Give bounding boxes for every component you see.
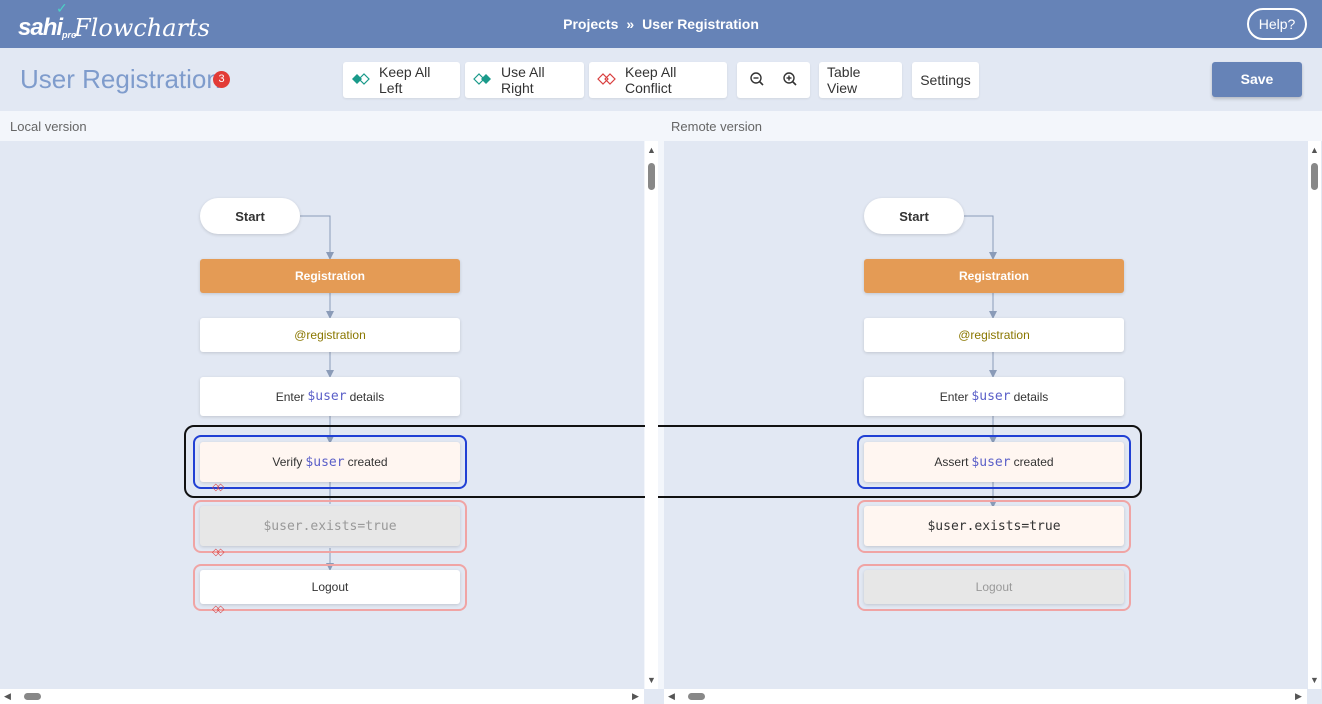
remote-selected-outline bbox=[857, 435, 1131, 489]
local-tag-node[interactable]: @registration bbox=[200, 318, 460, 352]
settings-button[interactable]: Settings bbox=[912, 62, 979, 98]
remote-vertical-scrollbar[interactable]: ▲ ▼ bbox=[1308, 141, 1321, 689]
use-all-right-button[interactable]: Use All Right bbox=[465, 62, 584, 98]
keep-all-conflict-label: Keep All Conflict bbox=[625, 64, 677, 96]
logo-pro: pro bbox=[62, 30, 77, 40]
local-verify-node[interactable]: Verify $user created bbox=[200, 442, 460, 482]
remote-assert-var: $user bbox=[971, 454, 1011, 470]
use-all-right-label: Use All Right bbox=[501, 64, 545, 96]
local-logout-node[interactable]: Logout bbox=[200, 570, 460, 604]
top-bar: sahi ✓ pro Flowcharts Projects » User Regi… bbox=[0, 0, 1322, 48]
remote-enter-suffix: details bbox=[1013, 389, 1049, 404]
local-enter-details-node[interactable]: Enter $user details bbox=[200, 377, 460, 416]
keep-left-icon bbox=[351, 72, 371, 88]
conflict-diamond-icon[interactable]: ◇◇ bbox=[212, 547, 225, 558]
remote-exists-node[interactable]: $user.exists=true bbox=[864, 506, 1124, 546]
remote-logout-node[interactable]: Logout bbox=[864, 570, 1124, 604]
local-verify-var: $user bbox=[305, 454, 345, 470]
local-registration-node[interactable]: Registration bbox=[200, 259, 460, 293]
local-enter-var: $user bbox=[307, 389, 347, 404]
zoom-out-icon[interactable] bbox=[749, 71, 765, 90]
scroll-thumb[interactable] bbox=[648, 163, 655, 190]
scroll-down-icon[interactable]: ▼ bbox=[647, 675, 656, 685]
help-button[interactable]: Help? bbox=[1247, 8, 1307, 40]
local-exists-node[interactable]: $user.exists=true bbox=[200, 506, 460, 546]
remote-version-label: Remote version bbox=[671, 119, 763, 134]
scroll-left-icon[interactable]: ◀ bbox=[668, 691, 675, 701]
conflict-diamond-icon[interactable]: ◇◇ bbox=[212, 604, 225, 615]
scroll-up-icon[interactable]: ▲ bbox=[647, 145, 656, 155]
logo-flowcharts: Flowcharts bbox=[74, 14, 210, 42]
remote-assert-suffix: created bbox=[1013, 455, 1054, 469]
remote-assert-prefix: Assert bbox=[934, 455, 969, 469]
zoom-in-icon[interactable] bbox=[782, 71, 798, 90]
remote-enter-prefix: Enter bbox=[939, 389, 969, 404]
remote-start-node[interactable]: Start bbox=[864, 198, 964, 234]
local-verify-prefix: Verify bbox=[272, 455, 303, 469]
remote-assert-node[interactable]: Assert $user created bbox=[864, 442, 1124, 482]
keep-conflict-icon bbox=[597, 72, 617, 88]
breadcrumb-separator: » bbox=[626, 16, 635, 32]
breadcrumb: Projects » User Registration bbox=[0, 16, 1322, 32]
local-selected-outline bbox=[193, 435, 467, 489]
logo-check-icon: ✓ bbox=[56, 0, 68, 16]
scroll-thumb[interactable] bbox=[1311, 163, 1318, 190]
breadcrumb-current: User Registration bbox=[642, 16, 759, 32]
scroll-right-icon[interactable]: ▶ bbox=[632, 691, 639, 701]
logo-sahi: sahi bbox=[18, 14, 63, 41]
local-version-label: Local version bbox=[10, 119, 87, 134]
local-tag-label: @registration bbox=[294, 328, 366, 342]
keep-all-conflict-button[interactable]: Keep All Conflict bbox=[589, 62, 727, 98]
local-panel-header: Local version bbox=[0, 111, 661, 141]
remote-conflict-outline bbox=[857, 564, 1131, 611]
local-start-node[interactable]: Start bbox=[200, 198, 300, 234]
keep-all-left-label: Keep All Left bbox=[379, 64, 431, 96]
local-enter-prefix: Enter bbox=[275, 389, 305, 404]
remote-horizontal-scrollbar[interactable]: ◀ ▶ bbox=[664, 689, 1307, 704]
remote-enter-details-node[interactable]: Enter $user details bbox=[864, 377, 1124, 416]
use-right-icon bbox=[473, 72, 493, 88]
remote-tag-label: @registration bbox=[958, 328, 1030, 342]
conflict-count-badge: 3 bbox=[213, 71, 230, 88]
remote-tag-node[interactable]: @registration bbox=[864, 318, 1124, 352]
local-enter-suffix: details bbox=[349, 389, 385, 404]
local-verify-suffix: created bbox=[347, 455, 388, 469]
remote-enter-var: $user bbox=[971, 389, 1011, 404]
page-title: User Registration bbox=[20, 64, 221, 94]
conflict-diamond-icon[interactable]: ◇◇ bbox=[212, 482, 225, 493]
zoom-controls bbox=[737, 62, 810, 98]
save-button[interactable]: Save bbox=[1212, 62, 1302, 97]
table-view-button[interactable]: Table View bbox=[819, 62, 902, 98]
local-conflict-outline bbox=[193, 564, 467, 611]
local-horizontal-scrollbar[interactable]: ◀ ▶ bbox=[0, 689, 644, 704]
local-vertical-scrollbar[interactable]: ▲ ▼ bbox=[645, 141, 658, 689]
local-conflict-outline bbox=[193, 500, 467, 553]
keep-all-left-button[interactable]: Keep All Left bbox=[343, 62, 460, 98]
scroll-down-icon[interactable]: ▼ bbox=[1310, 675, 1319, 685]
remote-registration-node[interactable]: Registration bbox=[864, 259, 1124, 293]
app-logo[interactable]: sahi ✓ pro Flowcharts bbox=[18, 0, 210, 42]
selected-conflict-pair-outline bbox=[184, 425, 1142, 498]
scroll-thumb[interactable] bbox=[688, 693, 705, 700]
scroll-up-icon[interactable]: ▲ bbox=[1310, 145, 1319, 155]
scroll-left-icon[interactable]: ◀ bbox=[4, 691, 11, 701]
scroll-thumb[interactable] bbox=[24, 693, 41, 700]
scroll-right-icon[interactable]: ▶ bbox=[1295, 691, 1302, 701]
remote-panel-header: Remote version bbox=[661, 111, 1322, 141]
remote-conflict-outline bbox=[857, 500, 1131, 553]
breadcrumb-projects[interactable]: Projects bbox=[563, 16, 619, 32]
